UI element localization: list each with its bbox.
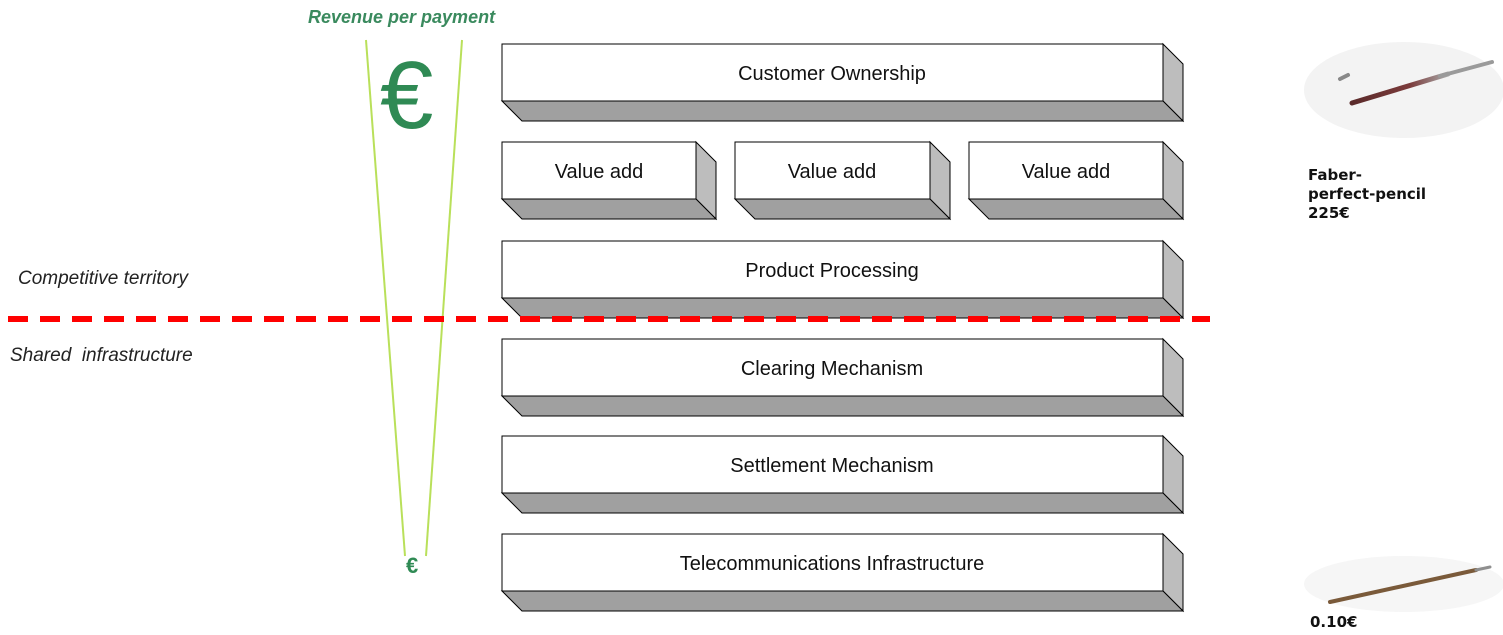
cheap-pencil-image [1304,556,1503,612]
pencil-name-line-2: perfect-pencil [1308,185,1427,203]
box-label: Value add [555,161,644,183]
expensive-pencil-caption: Faber- perfect-pencil 225€ [1308,166,1426,223]
pencil-name-line-1: Faber- [1308,166,1363,184]
competitive-territory-label: Competitive territory [18,268,188,289]
box-settlement-mechanism: Settlement Mechanism [500,434,1185,515]
box-label: Customer Ownership [738,63,926,85]
euro-large-icon: € [380,42,434,149]
box-label: Product Processing [745,260,918,282]
box-product-processing: Product Processing [500,239,1185,320]
funnel-right-line [425,39,463,557]
cheap-pencil-caption: 0.10€ [1310,613,1357,632]
pencil-price: 225€ [1308,204,1350,222]
box-label: Telecommunications Infrastructure [680,553,985,575]
box-clearing-mechanism: Clearing Mechanism [500,337,1185,418]
box-customer-ownership: Customer Ownership [500,42,1185,123]
box-label: Clearing Mechanism [741,358,923,380]
funnel-title: Revenue per payment [308,7,496,27]
euro-small-icon: € [406,553,419,578]
box-value-add-2: Value add [733,140,952,221]
funnel-left-line [365,39,406,557]
box-telecommunications-infrastructure: Telecommunications Infrastructure [500,532,1185,613]
expensive-pencil-image [1304,42,1503,138]
box-value-add-1: Value add [500,140,718,221]
revenue-funnel [365,39,463,557]
box-value-add-3: Value add [967,140,1185,221]
box-label: Value add [1022,161,1111,183]
box-label: Value add [788,161,877,183]
pencil-price: 0.10€ [1310,613,1358,631]
box-label: Settlement Mechanism [730,455,933,477]
shared-infrastructure-label: Shared infrastructure [10,345,193,366]
